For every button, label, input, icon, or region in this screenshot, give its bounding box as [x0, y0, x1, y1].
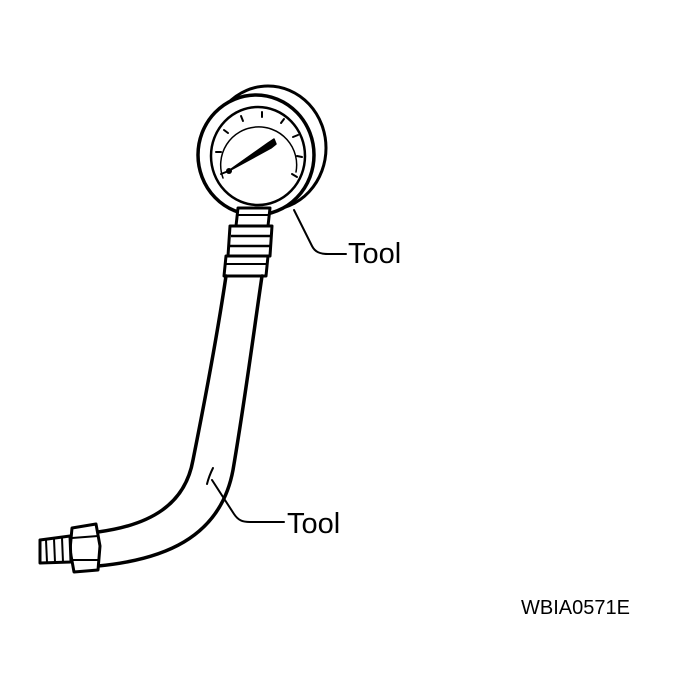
leader-line-gauge [293, 209, 347, 255]
pressure-gauge [196, 84, 328, 217]
gauge-tick-marks [215, 111, 303, 178]
gauge-needle [226, 138, 277, 173]
gauge-fitting [222, 206, 274, 278]
gauge-scale-arc [219, 126, 298, 179]
leader-lines [211, 209, 347, 523]
gauge-dial-face [209, 105, 307, 207]
figure-code: WBIA0571E [521, 597, 630, 619]
leader-line-hose [211, 479, 285, 523]
gauge-needle-hub [226, 168, 232, 174]
callout-label-hose: Tool [287, 508, 341, 540]
hose-left-edge [96, 274, 228, 534]
callout-label-gauge: Tool [348, 238, 402, 270]
hose-end-fitting [38, 522, 102, 574]
hose-right-edge [96, 274, 264, 568]
hose-assembly [96, 274, 264, 568]
